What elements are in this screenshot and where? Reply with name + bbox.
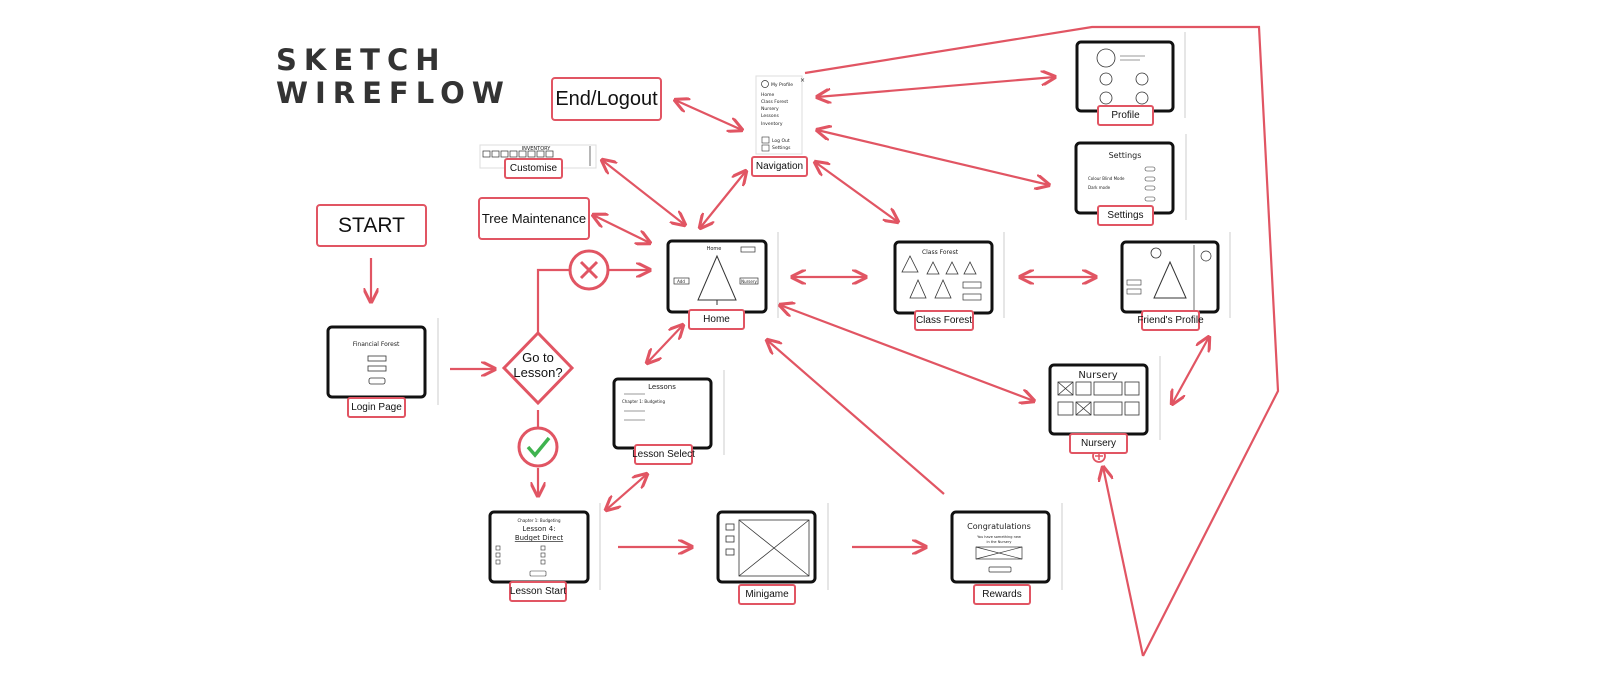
page-title: SKETCH WIREFLOW: [276, 44, 511, 110]
nav-item-5: Inventory: [761, 121, 783, 127]
nav-item-2: Class Forest: [761, 99, 788, 105]
nav-logout: Log Out: [772, 138, 790, 144]
lesson-start-sketch-name: Budget Direct: [515, 534, 564, 542]
nav-item-4: Lessons: [761, 113, 779, 119]
profile-label: Profile: [1097, 105, 1154, 126]
flow-arrows: [371, 25, 1280, 657]
minigame-screen: [716, 503, 829, 590]
friends-profile-label: Friend's Profile: [1137, 310, 1204, 331]
navigation-label: Navigation: [751, 156, 808, 177]
settings-sketch-option-1: Colour Blind Mode: [1088, 176, 1125, 181]
login-page-screen: Financial Forest: [326, 318, 439, 405]
home-sketch-title: Home: [707, 246, 722, 252]
settings-sketch-title: Settings: [1109, 151, 1142, 160]
nursery-screen: Nursery: [1048, 356, 1161, 440]
lesson-start-sketch-lesson: Lesson 4:: [522, 525, 555, 533]
class-forest-label: Class Forest: [914, 310, 974, 331]
friends-profile-screen: [1120, 232, 1231, 318]
login-sketch-title: Financial Forest: [353, 341, 400, 348]
lesson-select-label: Lesson Select: [632, 444, 695, 465]
lesson-select-sketch-chapter: Chapter 1: Budgeting: [622, 399, 665, 404]
inventory-sketch-label: INVENTORY: [522, 146, 552, 152]
cross-circle-icon: [568, 249, 610, 291]
nursery-label: Nursery: [1069, 433, 1128, 454]
rewards-screen: Congratulations You have something new i…: [950, 503, 1063, 590]
nav-close-icon: ×: [800, 77, 805, 84]
lesson-start-label: Lesson Start: [509, 581, 567, 602]
lesson-select-sketch-title: Lessons: [648, 383, 676, 391]
login-page-label: Login Page: [347, 397, 406, 418]
tree-maintenance-node: Tree Maintenance: [478, 197, 590, 240]
start-node: START: [316, 204, 427, 247]
settings-label: Settings: [1097, 205, 1154, 226]
nav-settings: Settings: [772, 145, 791, 151]
go-to-lesson-decision: [501, 330, 575, 406]
title-line-1: SKETCH: [276, 43, 447, 77]
lesson-start-sketch-chapter: Chapter 1: Budgeting: [518, 518, 561, 523]
class-forest-sketch-title: Class Forest: [922, 249, 959, 256]
nav-item-0: My Profile: [771, 82, 793, 88]
home-sketch-right-button: Nursery: [741, 279, 757, 284]
lesson-select-screen: Lessons Chapter 1: Budgeting: [612, 370, 725, 455]
rewards-sketch-title: Congratulations: [967, 522, 1031, 531]
lesson-start-screen: Chapter 1: Budgeting Lesson 4: Budget Di…: [488, 503, 601, 590]
home-screen: Home Add Nursery: [666, 232, 779, 318]
title-line-2: WIREFLOW: [276, 76, 511, 110]
nursery-sketch-title: Nursery: [1078, 370, 1117, 381]
home-label: Home: [688, 309, 745, 330]
rewards-sketch-sub-2: in the Nursery: [987, 540, 1012, 544]
nav-item-1: Home: [761, 92, 775, 98]
home-sketch-left-button: Add: [677, 279, 685, 284]
class-forest-screen: Class Forest: [893, 232, 1005, 318]
go-to-lesson-label: Go to Lesson?: [513, 350, 563, 380]
customise-label: Customise: [504, 158, 563, 179]
minigame-label: Minigame: [738, 584, 796, 605]
settings-sketch-option-2: Dark mode: [1088, 185, 1111, 190]
rewards-sketch-sub-1: You have something new: [977, 535, 1021, 539]
check-circle-icon: [517, 426, 559, 468]
navigation-menu-sketch: × My Profile Home Class Forest Nursery L…: [755, 75, 805, 155]
end-logout-node: End/Logout: [551, 77, 662, 121]
nav-item-3: Nursery: [761, 106, 779, 112]
rewards-label: Rewards: [973, 584, 1031, 605]
